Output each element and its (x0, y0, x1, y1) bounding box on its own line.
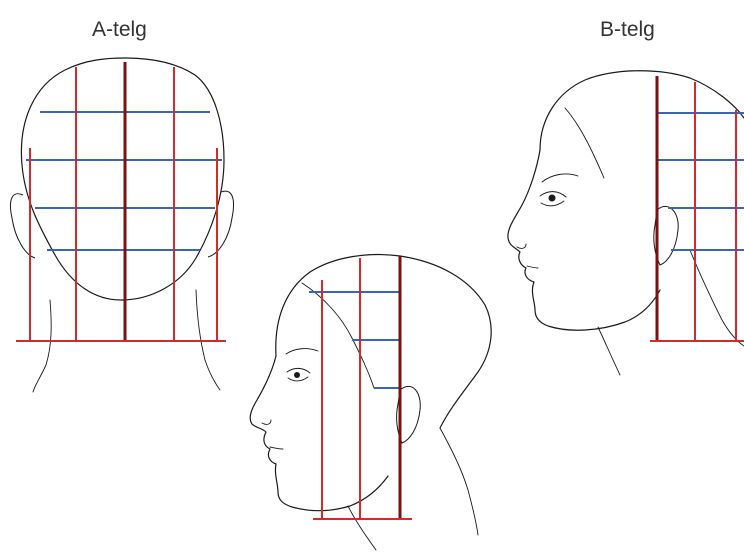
center-profile-face (250, 356, 388, 511)
neck-left (33, 300, 51, 392)
right-profile-hairline (565, 108, 604, 178)
center-profile-hairline (302, 283, 374, 388)
right-profile-eye-lower (541, 201, 564, 206)
right-profile-mouth (527, 266, 538, 268)
label-a-telg: A-telg (92, 18, 147, 41)
right-profile-face (508, 150, 660, 330)
center-profile-eye-upper (287, 368, 310, 373)
right-profile-nostril (517, 244, 526, 248)
center-profile-brow (286, 349, 318, 354)
center-profile-neck-back (440, 428, 478, 535)
center-profile-mouth (270, 447, 283, 449)
right-profile-brow (542, 174, 578, 182)
back-view-head (10, 58, 233, 392)
right-profile-neck-front (598, 327, 620, 375)
profile-head-center (250, 255, 491, 550)
left-ear (10, 194, 35, 258)
right-profile-skull (540, 71, 744, 150)
center-profile-neck-front (348, 506, 376, 550)
label-b-telg: B-telg (600, 18, 655, 41)
profile-head-right (508, 71, 744, 375)
right-profile-pupil (549, 195, 556, 202)
center-profile-nostril (262, 420, 271, 424)
back-head-outline (21, 58, 224, 300)
center-profile-pupil (294, 372, 300, 378)
center-profile-skull (276, 255, 491, 428)
